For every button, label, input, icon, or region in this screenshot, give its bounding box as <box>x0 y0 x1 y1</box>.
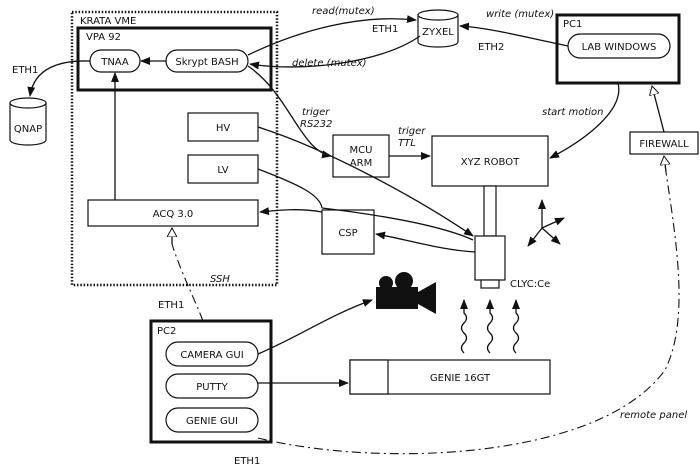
triger-ttl-label-2: TTL <box>398 138 416 149</box>
eth2-label: ETH2 <box>478 42 504 53</box>
write-mutex-label: write (mutex) <box>486 9 554 20</box>
genie-detector-head <box>349 359 389 395</box>
mcu-label-line2: ARM <box>350 158 372 169</box>
acq-module <box>87 199 259 227</box>
eth1-zyxel-label: ETH1 <box>372 24 398 35</box>
eth1-qnap-label: ETH1 <box>12 65 38 76</box>
triger-ttl-label-1: triger <box>398 126 426 137</box>
triger-rs232-label-2: RS232 <box>300 119 332 130</box>
lv-module <box>187 154 259 184</box>
read-mutex-label: read(mutex) <box>312 6 375 17</box>
lv-to-csp-line <box>257 168 323 209</box>
remote-panel-label: remote panel <box>620 410 687 421</box>
mcu-label-line1: MCU <box>350 145 373 156</box>
pc2-title: PC2 <box>157 326 176 337</box>
genie-label: GENIE 16GT <box>430 373 491 384</box>
eth1-bottom-label: ETH1 <box>234 456 260 467</box>
vme-crate-frame <box>70 10 279 287</box>
genie-gui-node <box>165 407 259 433</box>
read-mutex-arrow <box>247 15 417 56</box>
radiation-wave-icon <box>460 299 520 354</box>
hv-label: HV <box>216 123 231 134</box>
csp-to-acq-arrow <box>259 207 323 216</box>
vpa-title: VPA 92 <box>86 32 121 43</box>
lv-label: LV <box>217 165 228 176</box>
detector-to-csp-arrow <box>375 231 476 253</box>
tnaa-label: TNAA <box>100 57 129 68</box>
camera-gui-label: CAMERA GUI <box>180 350 243 361</box>
putty-node <box>165 373 259 399</box>
delete-mutex-arrow <box>249 35 421 70</box>
qnap-label: QNAP <box>14 124 42 135</box>
qnap-database-icon <box>9 97 47 146</box>
lv-to-detector-line <box>321 207 474 241</box>
csp-node <box>321 209 375 255</box>
firewall-label: FIREWALL <box>639 139 689 150</box>
remote-panel-connection <box>257 171 680 455</box>
start-motion-label: start motion <box>542 107 603 118</box>
zyxel-label: ZYXEL <box>422 27 454 38</box>
camera-gui-to-camera-arrow <box>257 299 373 355</box>
write-mutex-arrow <box>459 22 569 47</box>
robot-arm-icon <box>474 185 506 289</box>
xyz-robot-label: XYZ ROBOT <box>461 157 520 168</box>
camera-icon <box>376 272 436 314</box>
axes-icon <box>527 199 565 247</box>
triger-rs232-label-1: triger <box>302 107 330 118</box>
vme-crate-title: KRATA VME <box>80 16 136 27</box>
hv-module <box>187 112 259 142</box>
tnaa-to-qnap-arrow <box>27 60 91 97</box>
zyxel-switch-icon <box>417 9 459 48</box>
csp-label: CSP <box>338 228 357 239</box>
hv-to-detector-arrow <box>257 126 474 237</box>
ssh-connection <box>171 243 204 322</box>
genie-gui-label: GENIE GUI <box>186 416 238 427</box>
xyz-robot-node <box>431 135 549 187</box>
start-motion-arrow <box>549 82 620 159</box>
delete-mutex-label: delete (mutex) <box>292 58 367 69</box>
putty-label: PUTTY <box>196 382 228 393</box>
pc1-title: PC1 <box>563 19 582 30</box>
lab-windows-label: LAB WINDOWS <box>582 42 657 53</box>
ssh-label: SSH <box>210 274 230 285</box>
bash-script-label: Skrypt BASH <box>175 57 238 68</box>
clyc-label: CLYC:Ce <box>510 279 550 290</box>
eth1-pc2-label: ETH1 <box>158 300 184 311</box>
remote-panel-arrow-head <box>664 156 666 173</box>
firewall-to-pc1-arrow <box>652 86 665 133</box>
acq-label: ACQ 3.0 <box>153 209 194 220</box>
